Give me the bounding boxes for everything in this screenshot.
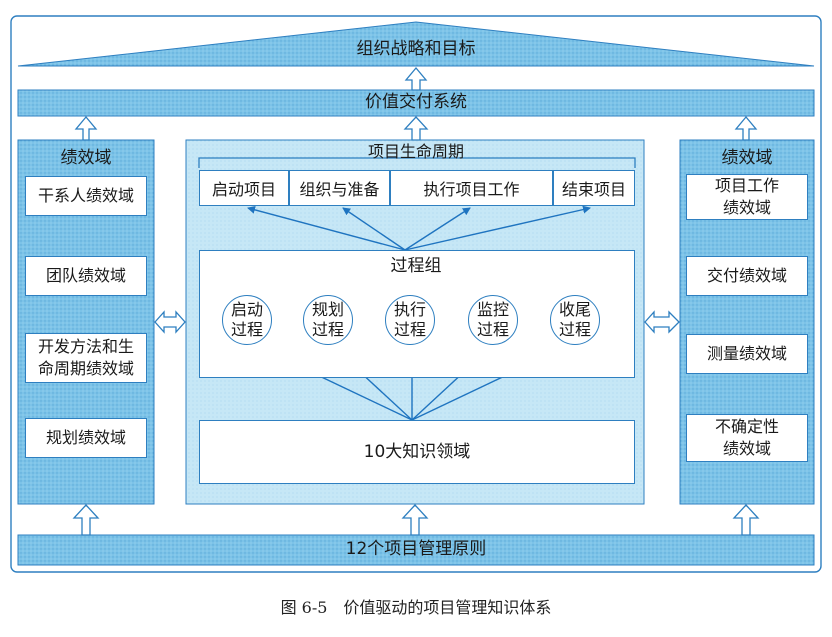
phase-arrows xyxy=(247,205,591,251)
left-item-dev-approach: 开发方法和生 命周期绩效域 xyxy=(25,333,147,383)
principles-band xyxy=(17,534,815,566)
arrow-to-phase-3 xyxy=(404,207,471,251)
double-arrow-right xyxy=(644,310,680,334)
lifecycle-bracket xyxy=(198,157,636,168)
left-item-team: 团队绩效域 xyxy=(25,256,147,296)
up-arrow-right-top xyxy=(734,115,758,141)
side-double-arrows xyxy=(154,310,680,334)
arrow-to-phase-1 xyxy=(247,205,406,251)
phase-close: 结束项目 xyxy=(553,170,635,206)
hollow-up-arrows xyxy=(72,66,760,536)
up-arrow-center-bottom xyxy=(401,504,429,536)
right-item-project-work: 项目工作 绩效域 xyxy=(686,174,808,220)
right-item-uncertainty: 不确定性 绩效域 xyxy=(686,414,808,462)
process-executing: 执行 过程 xyxy=(385,295,435,345)
up-arrow-center-top xyxy=(403,116,429,141)
arrow-to-phase-2 xyxy=(342,207,406,251)
phase-execute: 执行项目工作 xyxy=(390,170,553,206)
up-arrow-left-bottom xyxy=(72,504,100,536)
value-delivery-label: 价值交付系统 xyxy=(365,92,467,113)
phase-initiate: 启动项目 xyxy=(199,170,289,206)
process-group-title: 过程组 xyxy=(390,256,442,277)
up-arrow-right-bottom xyxy=(732,504,760,536)
double-arrow-left xyxy=(154,310,186,334)
process-closing: 收尾 过程 xyxy=(550,295,600,345)
left-item-planning: 规划绩效域 xyxy=(25,418,147,458)
up-arrow-left-top xyxy=(74,115,98,141)
process-planning: 规划 过程 xyxy=(303,295,353,345)
figure-caption: 图 6-5 价值驱动的项目管理知识体系 xyxy=(280,598,552,617)
process-monitoring: 监控 过程 xyxy=(468,295,518,345)
left-item-stakeholder: 干系人绩效域 xyxy=(25,176,147,216)
strategy-label: 组织战略和目标 xyxy=(356,39,476,60)
right-panel-title: 绩效域 xyxy=(721,148,773,169)
lifecycle-title: 项目生命周期 xyxy=(367,142,464,161)
principles-label: 12个项目管理原则 xyxy=(345,539,487,560)
value-delivery-band xyxy=(17,89,815,117)
strategy-roof xyxy=(17,21,815,67)
left-panel-title: 绩效域 xyxy=(60,148,112,169)
process-initiating: 启动 过程 xyxy=(222,295,272,345)
arrow-to-phase-4 xyxy=(404,205,591,251)
right-item-measurement: 测量绩效域 xyxy=(686,334,808,374)
up-arrow-roof xyxy=(404,66,428,91)
right-item-delivery: 交付绩效域 xyxy=(686,256,808,296)
phase-organize: 组织与准备 xyxy=(289,170,390,206)
knowledge-areas-box: 10大知识领域 xyxy=(199,420,635,484)
